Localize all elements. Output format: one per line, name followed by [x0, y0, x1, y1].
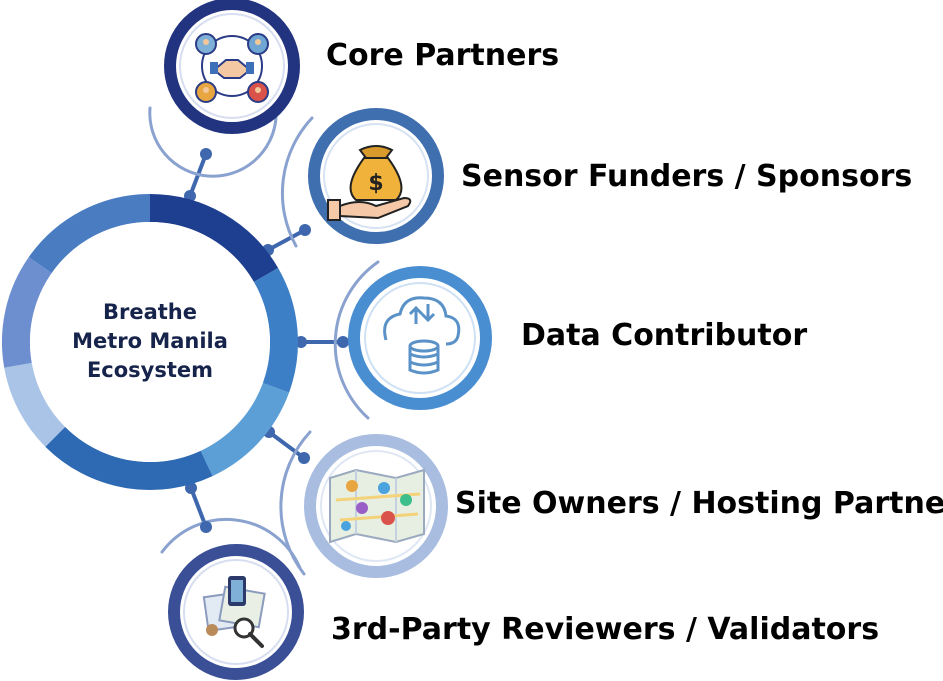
dot-sites-b [298, 452, 310, 464]
connector-reviewers [189, 486, 208, 529]
dot-funders-b [299, 224, 311, 236]
connector-sites [267, 430, 306, 460]
dot-data-b [337, 336, 349, 348]
review-magnifier-icon [202, 576, 266, 648]
hub-ring-segment [2, 257, 52, 368]
map-pins-icon [329, 468, 425, 544]
hub-ring [2, 194, 298, 490]
hub-title: Breathe Metro Manila Ecosystem [40, 298, 260, 385]
node-reviewers [168, 544, 304, 680]
node-data-contributor [348, 266, 492, 410]
label-core-partners: Core Partners [326, 38, 560, 73]
guide-arc-funders [280, 116, 314, 248]
hub-ring-segment [253, 268, 298, 393]
label-sensor-funders: Sensor Funders / Sponsors [461, 159, 913, 194]
dot-rev-b [200, 521, 212, 533]
node-sensor-funders: $ [308, 108, 444, 244]
hub-title-line-1: Breathe [102, 300, 197, 324]
node-ring [348, 266, 492, 410]
hub-title-line-3: Ecosystem [86, 358, 214, 382]
connectors [148, 106, 380, 576]
hub-ring-segment [200, 382, 290, 477]
hub-ring-segment [149, 194, 279, 283]
node-core-partners [164, 0, 300, 134]
hub-ring-segment [4, 362, 66, 447]
label-reviewers: 3rd-Party Reviewers / Validators [331, 612, 880, 647]
guide-arc-core [148, 106, 278, 178]
connector-funders [266, 228, 307, 252]
dot-core-b [200, 148, 212, 160]
hub-ring-segment [45, 426, 213, 490]
node-site-owners [304, 434, 448, 578]
guide-arc-data [333, 260, 380, 420]
label-data-contributor: Data Contributor [521, 318, 808, 353]
svg-text:$: $ [368, 171, 383, 196]
cloud-database-icon [383, 296, 461, 375]
handshake-network-icon [195, 33, 269, 103]
hub-inner-circle [30, 222, 270, 462]
money-bag-hand-icon: $ [327, 145, 412, 221]
label-site-owners: Site Owners / Hosting Partners [455, 486, 943, 521]
hub-ring-segment [28, 194, 151, 274]
guide-arc-reviewers [160, 517, 302, 570]
hub-title-line-2: Metro Manila [72, 329, 228, 353]
dot-data-a [295, 336, 307, 348]
